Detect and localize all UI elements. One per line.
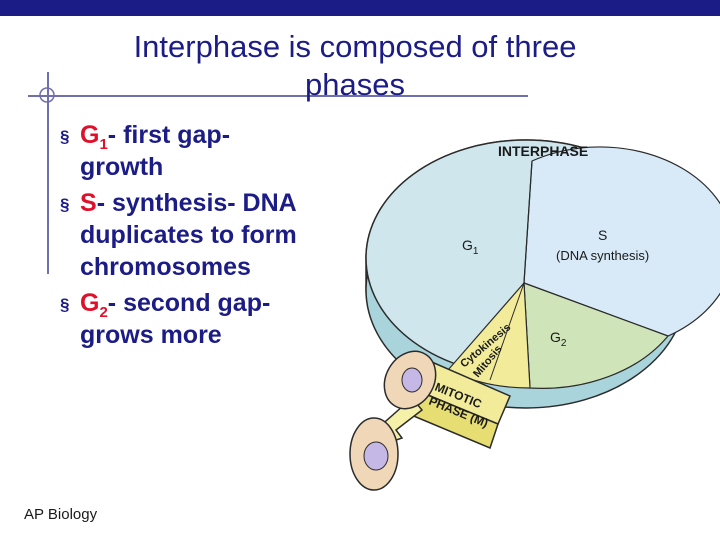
footer-label: AP Biology <box>24 506 98 523</box>
daughter-cell-2-nucleus <box>363 441 389 471</box>
g2-label-sub: 2 <box>561 338 567 349</box>
bullet-g2-sub: 2 <box>99 304 108 321</box>
bullet-s-text: - synthesis- DNA <box>96 189 297 217</box>
bullet-g1-key: G <box>80 121 100 149</box>
g1-label-sub: 1 <box>473 246 479 257</box>
bullet-g1-line-2: growth <box>80 153 164 181</box>
left-rule <box>47 72 49 274</box>
top-banner <box>0 0 720 16</box>
s-detail-label: (DNA synthesis) <box>556 248 649 263</box>
bullet-g2-text: - second gap- <box>107 289 271 317</box>
sector-divider <box>489 282 525 381</box>
bullet-list: § G1- first gap- growth § S- synthesis- … <box>60 119 360 355</box>
g1-label: G1 <box>462 237 479 257</box>
bullet-g2-key: G <box>80 289 100 317</box>
g2-label-main: G <box>550 329 561 345</box>
g2-phase-sector <box>523 282 670 389</box>
slide-title-line-2: phases <box>305 67 405 102</box>
s-phase-sector <box>523 146 720 337</box>
bullet-s-key: S <box>80 189 97 217</box>
g1-boundary <box>523 160 533 284</box>
cell-cycle-diagram: INTERPHASE G1 S (DNA synthesis) G2 Cytok… <box>349 139 720 491</box>
bullet-s: § S- synthesis- DNA duplicates to form c… <box>60 187 360 283</box>
bullet-g1: § G1- first gap- growth <box>60 119 360 183</box>
g1-label-main: G <box>462 237 473 253</box>
bullet-s-line-3: chromosomes <box>80 253 251 281</box>
bullet-square-icon: § <box>60 127 70 146</box>
bullet-square-icon: § <box>60 195 70 214</box>
slide-title-line-1: Interphase is composed of three <box>133 29 577 64</box>
s-label: S <box>598 227 607 243</box>
bullet-square-icon: § <box>60 295 70 314</box>
crosshair-icon <box>39 87 55 103</box>
daughter-cell-1-nucleus <box>401 367 423 393</box>
g2-label: G2 <box>550 329 567 349</box>
bullet-g2: § G2- second gap- grows more <box>60 287 360 351</box>
bullet-g1-sub: 1 <box>99 136 108 153</box>
bullet-g1-text: - first gap- <box>107 121 231 149</box>
interphase-label: INTERPHASE <box>498 143 588 159</box>
title-underline <box>28 95 528 97</box>
bullet-g2-line-2: grows more <box>80 321 222 349</box>
slide-title: Interphase is composed of three phases <box>60 28 650 104</box>
bullet-s-line-2: duplicates to form <box>80 221 297 249</box>
